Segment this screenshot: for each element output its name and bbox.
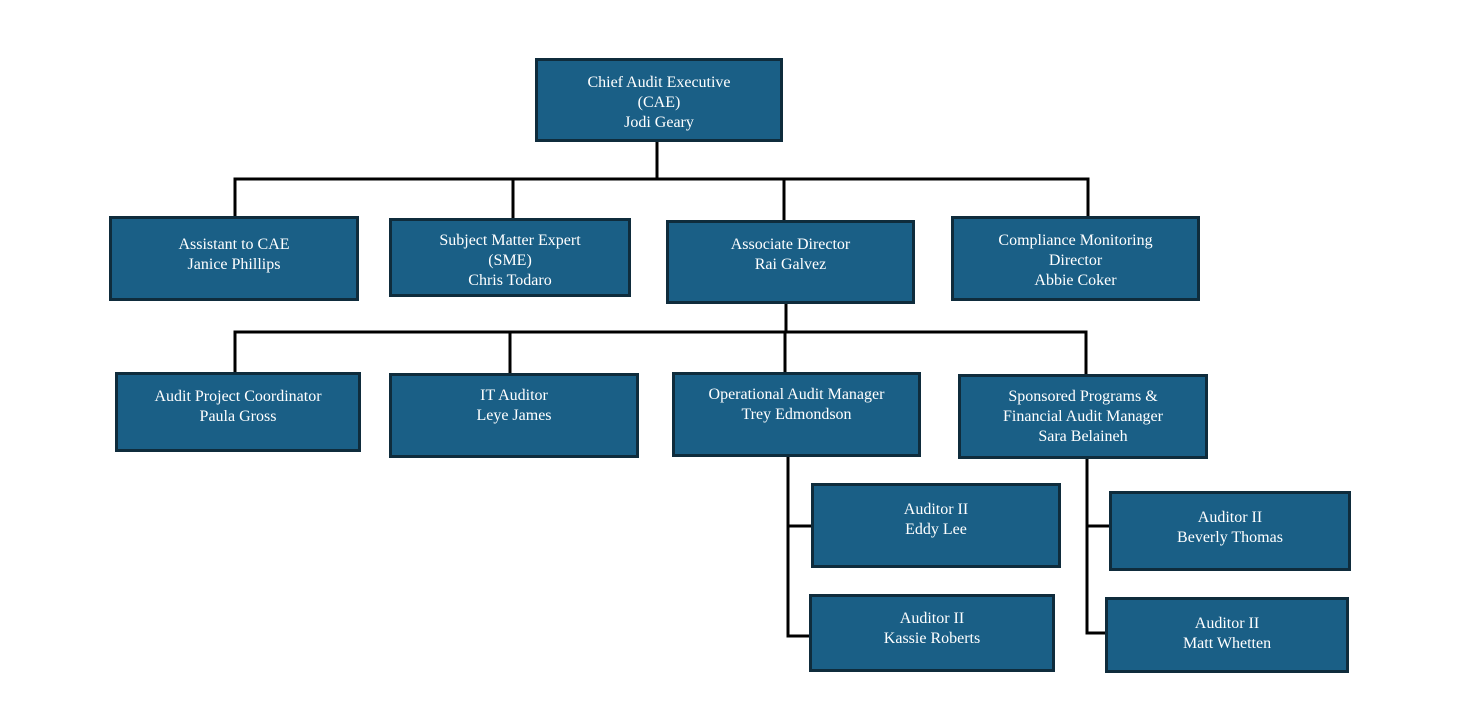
node-auditor-beverly-thomas: Auditor II Beverly Thomas [1109, 491, 1351, 571]
node-operational-audit-manager: Operational Audit Manager Trey Edmondson [672, 372, 921, 457]
node-title-abbr: (SME) [488, 252, 532, 269]
node-person: Trey Edmondson [741, 406, 852, 423]
node-chief-audit-executive: Chief Audit Executive (CAE) Jodi Geary [535, 58, 783, 142]
node-title: Associate Director [730, 236, 851, 253]
node-title: Auditor II [903, 501, 969, 518]
node-auditor-kassie-roberts: Auditor II Kassie Roberts [809, 594, 1055, 672]
node-title: Chief Audit Executive [587, 74, 731, 91]
node-title-abbr: (CAE) [637, 94, 681, 111]
node-compliance-monitoring-director: Compliance Monitoring Director Abbie Cok… [951, 216, 1200, 301]
node-person: Abbie Coker [1034, 272, 1117, 289]
node-person: Paula Gross [199, 408, 277, 425]
node-title: Auditor II [899, 610, 965, 627]
node-assistant-to-cae: Assistant to CAE Janice Phillips [109, 216, 359, 301]
node-audit-project-coordinator: Audit Project Coordinator Paula Gross [115, 372, 361, 452]
node-person: Chris Todaro [468, 272, 552, 289]
node-person: Eddy Lee [905, 521, 967, 538]
node-auditor-matt-whetten: Auditor II Matt Whetten [1105, 597, 1349, 673]
node-sponsored-programs-financial-audit-manager: Sponsored Programs & Financial Audit Man… [958, 374, 1208, 459]
node-title: IT Auditor [480, 387, 548, 404]
node-person: Matt Whetten [1182, 635, 1272, 652]
node-title-cont: Financial Audit Manager [1003, 408, 1163, 425]
node-person: Leye James [476, 407, 552, 424]
node-title: Sponsored Programs & [1008, 388, 1158, 405]
node-title: Subject Matter Expert [439, 232, 581, 249]
node-associate-director: Associate Director Rai Galvez [666, 220, 915, 304]
node-title: Operational Audit Manager [708, 386, 885, 403]
node-person: Rai Galvez [754, 256, 827, 273]
node-title: Compliance Monitoring [998, 232, 1153, 249]
node-title: Auditor II [1197, 509, 1263, 526]
node-person: Jodi Geary [624, 114, 694, 131]
node-person: Janice Phillips [187, 256, 281, 273]
node-title: Audit Project Coordinator [154, 388, 322, 405]
node-title: Assistant to CAE [178, 236, 290, 253]
node-subject-matter-expert: Subject Matter Expert (SME) Chris Todaro [389, 218, 631, 297]
node-person: Kassie Roberts [883, 630, 981, 647]
node-auditor-eddy-lee: Auditor II Eddy Lee [811, 483, 1061, 568]
node-title-cont: Director [1048, 252, 1103, 269]
node-title: Auditor II [1194, 615, 1260, 632]
node-person: Sara Belaineh [1038, 428, 1128, 445]
node-person: Beverly Thomas [1177, 529, 1283, 546]
node-it-auditor: IT Auditor Leye James [389, 373, 639, 458]
